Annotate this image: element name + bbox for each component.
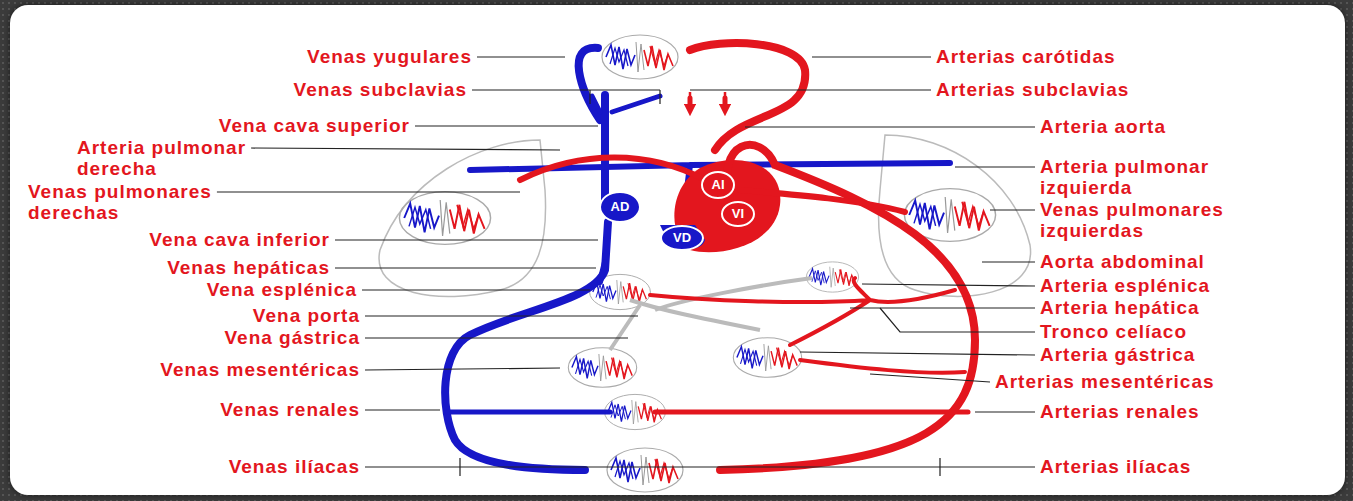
leader-line — [472, 89, 590, 90]
vessel-label: Arteria aorta — [1040, 116, 1166, 137]
vessel-label: Arteria gástrica — [1040, 344, 1195, 365]
leader-line — [975, 411, 1035, 412]
leader-line — [982, 261, 1035, 262]
vessel-label: Venas subclavias — [294, 79, 467, 100]
heart-chamber: AI — [701, 171, 735, 199]
vessel-label: Arteria pulmonar derecha — [77, 137, 327, 179]
vessel-label: Vena esplénica — [207, 279, 357, 300]
leader-line — [850, 307, 1035, 308]
leader-line — [812, 56, 931, 57]
leader-line — [365, 409, 440, 410]
leader-line — [990, 209, 1035, 210]
vessel-label: Arterias mesentéricas — [995, 371, 1215, 392]
leader-line — [217, 191, 520, 192]
vessel-label: Vena gástrica — [224, 327, 360, 348]
leader-line — [862, 284, 1035, 286]
chamber-label: VD — [673, 231, 691, 245]
leader-line — [365, 368, 560, 370]
vessel-label: Vena cava superior — [219, 115, 410, 136]
vessel-label: Venas renales — [220, 399, 360, 420]
leader-line — [362, 289, 590, 290]
vessel-label: Venas hepáticas — [167, 257, 330, 278]
vessel-label: Arterias renales — [1040, 401, 1200, 422]
leader-line — [335, 239, 598, 240]
leader-line — [251, 148, 560, 150]
vessel-label: Tronco celíaco — [1040, 321, 1187, 342]
leader-line — [365, 466, 460, 467]
vessel-label: Arterias carótidas — [936, 46, 1116, 67]
leader-line — [955, 166, 1035, 167]
vessel-label: Aorta abdominal — [1040, 251, 1205, 272]
vessel-label: Venas ilíacas — [229, 456, 360, 477]
chamber-label: VI — [732, 207, 744, 221]
vessel-label: Venas yugulares — [307, 46, 472, 67]
heart-chamber: VD — [660, 225, 704, 251]
leader-line — [800, 352, 1035, 355]
leader-line — [880, 308, 1035, 332]
vessel-label: Venas pulmonares derechas — [28, 181, 278, 223]
heart-chamber: AD — [599, 191, 641, 223]
leader-line — [745, 126, 1035, 127]
leader-line — [725, 89, 931, 90]
heart-chamber: VI — [721, 201, 755, 227]
vessel-label: Vena cava inferior — [149, 229, 330, 250]
vessel-label: Vena porta — [253, 305, 360, 326]
leader-line — [940, 466, 1035, 467]
leader-line — [415, 125, 598, 126]
chamber-label: AI — [712, 178, 725, 192]
vessel-label: Arteria esplénica — [1040, 275, 1210, 296]
vessel-label: Arteria pulmonar izquierda — [1040, 156, 1300, 198]
leader-line — [365, 315, 638, 316]
chamber-label: AD — [611, 200, 630, 214]
leader-line — [365, 337, 628, 338]
vessel-label: Venas mesentéricas — [160, 359, 360, 380]
leader-line — [335, 267, 596, 268]
vessel-label: Venas pulmonares izquierdas — [1040, 199, 1300, 241]
leader-line — [870, 374, 990, 382]
vessel-label: Arterias subclavias — [936, 79, 1129, 100]
vessel-label: Arteria hepática — [1040, 297, 1200, 318]
leader-line — [477, 56, 565, 57]
vessel-label: Arterias ilíacas — [1040, 456, 1191, 477]
